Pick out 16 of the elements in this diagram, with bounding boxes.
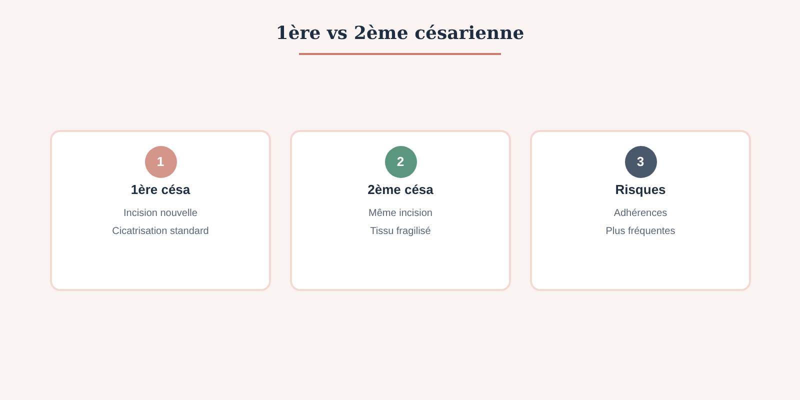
number-circle: 3 — [624, 146, 656, 178]
number-circle: 1 — [144, 146, 176, 178]
step-card — [50, 130, 271, 291]
card-title: Risques — [615, 182, 666, 197]
card-text: Même incision — [368, 207, 432, 221]
card-text: Adhérences — [614, 207, 668, 221]
card-text: Incision nouvelle — [124, 207, 198, 221]
number-circle: 2 — [384, 146, 416, 178]
card-title: 1ère césa — [130, 182, 190, 197]
step-card — [530, 130, 751, 291]
step-card — [290, 130, 511, 291]
card-text: Cicatrisation standard — [112, 225, 209, 239]
title: 1ère vs 2ème césarienne — [274, 22, 526, 46]
card-text: Tissu fragilisé — [370, 225, 431, 239]
card-title: 2ème césa — [368, 182, 434, 197]
card-text: Plus fréquentes — [606, 225, 676, 239]
